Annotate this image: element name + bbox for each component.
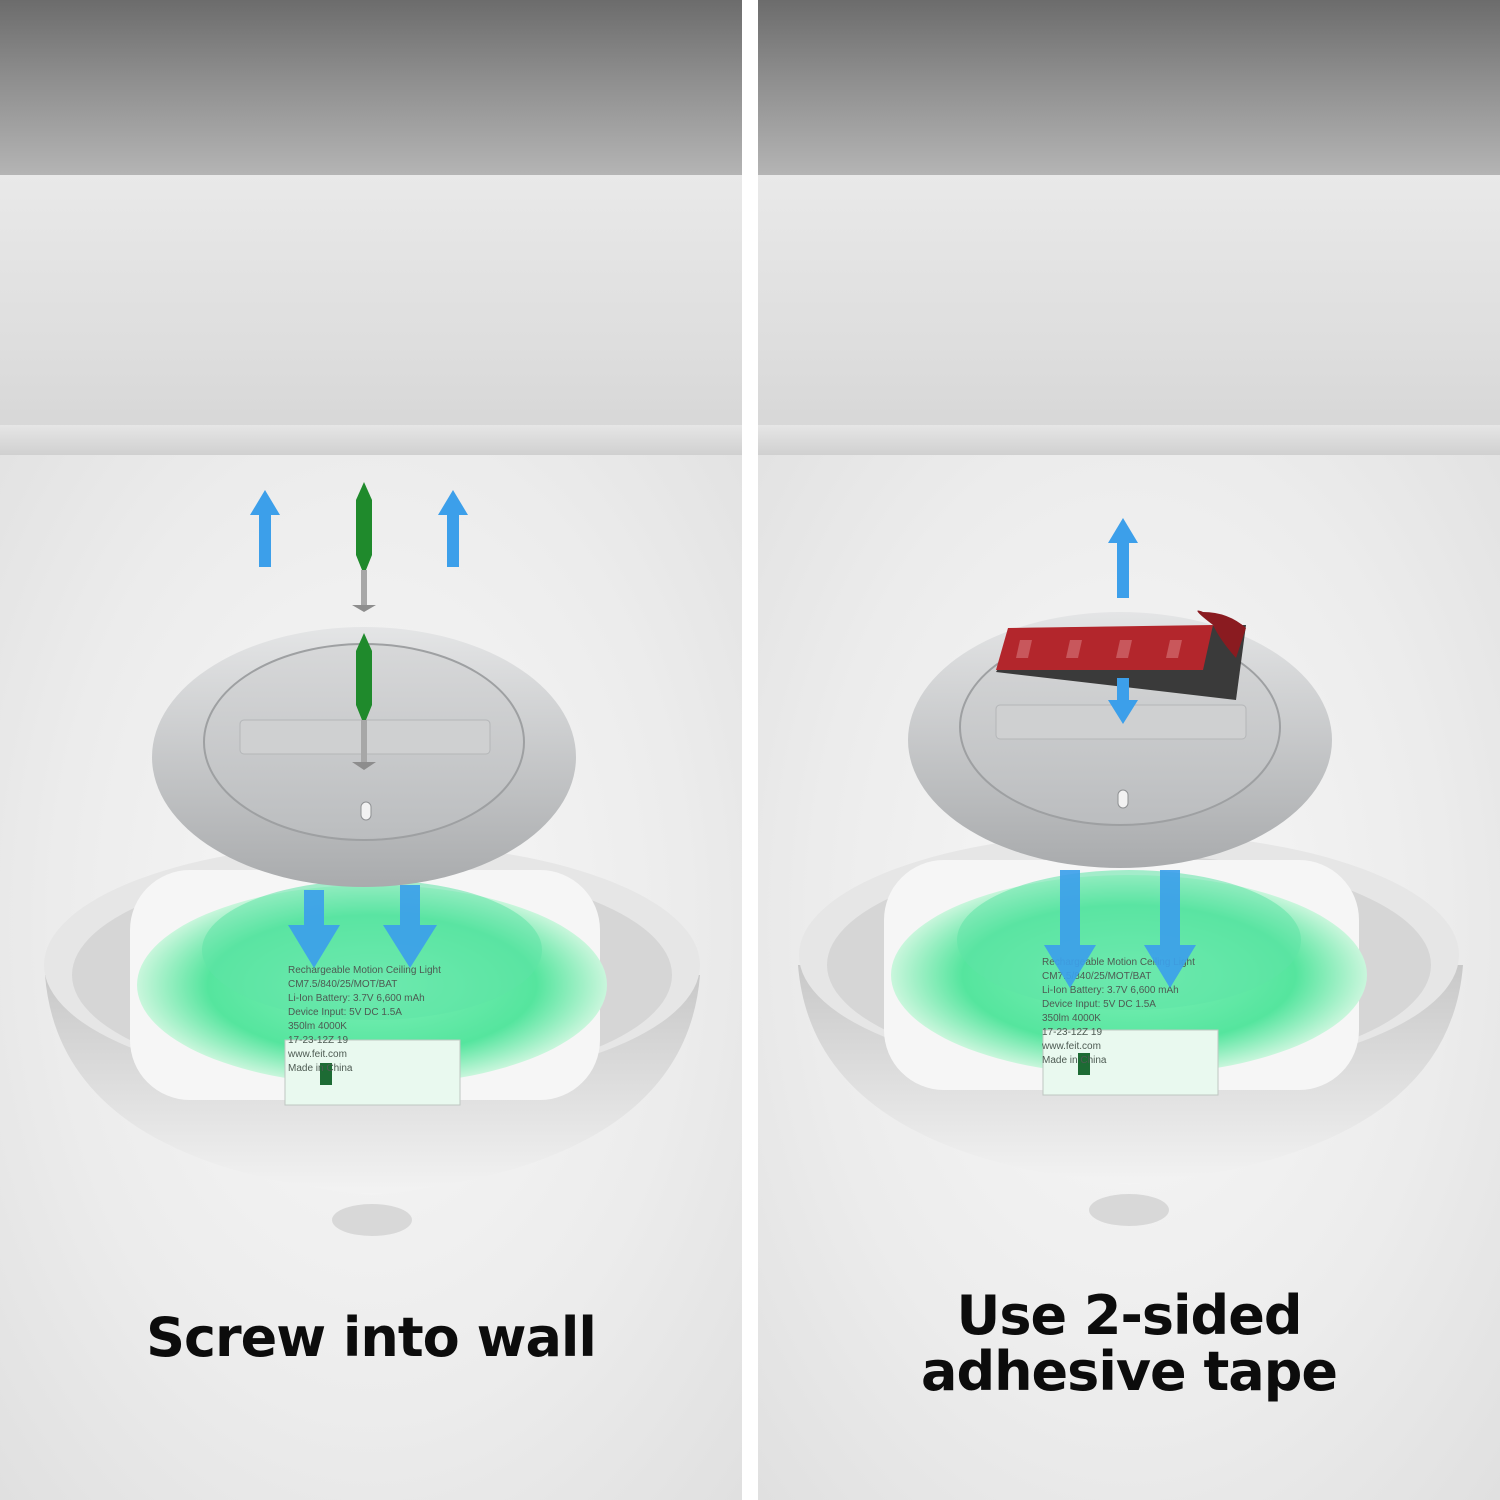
- arrow-up-icon: [250, 490, 280, 567]
- arrow-up-icon: [438, 490, 468, 567]
- ceiling-surface: [758, 175, 1500, 455]
- label-line: Rechargeable Motion Ceiling Light: [1042, 957, 1195, 968]
- label-line: www.feit.com: [287, 1049, 347, 1060]
- arrow-down-icon: [1044, 870, 1096, 988]
- arrow-down-icon: [1144, 870, 1196, 988]
- up-arrows: [250, 490, 468, 567]
- caption-adhesive-tape: Use 2-sided adhesive tape: [758, 1288, 1500, 1400]
- arrow-down-icon: [288, 890, 340, 968]
- light-fixture: [44, 843, 700, 1236]
- caption-line: Use 2-sided: [956, 1284, 1303, 1347]
- ceiling-shadow: [0, 0, 742, 175]
- arrow-down-icon: [383, 885, 437, 968]
- label-line: 17-23-12Z 19: [288, 1035, 348, 1046]
- label-line: 350lm 4000K: [288, 1021, 347, 1032]
- tape-pattern: [1016, 640, 1182, 658]
- fixture-label: Rechargeable Motion Ceiling Light CM7.5/…: [287, 965, 441, 1074]
- label-line: Rechargeable Motion Ceiling Light: [288, 965, 441, 976]
- arrow-up-icon: [1108, 518, 1138, 598]
- screw-mount-illustration: Rechargeable Motion Ceiling Light CM7.5/…: [44, 482, 700, 1236]
- label-line: Li-Ion Battery: 3.7V 6,600 mAh: [288, 993, 425, 1004]
- ceiling-surface: [0, 175, 742, 455]
- label-line: Device Input: 5V DC 1.5A: [1042, 999, 1156, 1010]
- screw-mount-panel: Rechargeable Motion Ceiling Light CM7.5/…: [0, 0, 742, 1500]
- label-line: www.feit.com: [1041, 1041, 1101, 1052]
- label-line: Made in China: [1042, 1055, 1107, 1066]
- adhesive-tape-icon: [996, 610, 1246, 700]
- ceiling-shadow: [758, 0, 1500, 175]
- adhesive-mount-illustration: Rechargeable Motion Ceiling Light CM7.5/…: [798, 518, 1463, 1226]
- light-fixture: [798, 833, 1463, 1226]
- label-line: 350lm 4000K: [1042, 1013, 1101, 1024]
- label-line: Made in China: [288, 1063, 353, 1074]
- anchor-screw-icon: [352, 482, 376, 612]
- label-line: Li-Ion Battery: 3.7V 6,600 mAh: [1042, 985, 1179, 996]
- arrow-down-icon: [1108, 680, 1138, 724]
- label-line: CM7.5/840/25/MOT/BAT: [1042, 971, 1151, 982]
- caption-line: adhesive tape: [921, 1340, 1338, 1403]
- label-line: CM7.5/840/25/MOT/BAT: [288, 979, 397, 990]
- adhesive-mount-panel: Rechargeable Motion Ceiling Light CM7.5/…: [758, 0, 1500, 1500]
- caption-screw-into-wall: Screw into wall: [146, 1306, 597, 1369]
- arrows: [1044, 518, 1196, 988]
- label-line: 17-23-12Z 19: [1042, 1027, 1102, 1038]
- fixture-label: Rechargeable Motion Ceiling Light CM7.5/…: [1041, 957, 1195, 1066]
- label-line: Device Input: 5V DC 1.5A: [288, 1007, 402, 1018]
- down-arrows: [288, 885, 437, 968]
- anchor-screw-icon: [352, 633, 376, 770]
